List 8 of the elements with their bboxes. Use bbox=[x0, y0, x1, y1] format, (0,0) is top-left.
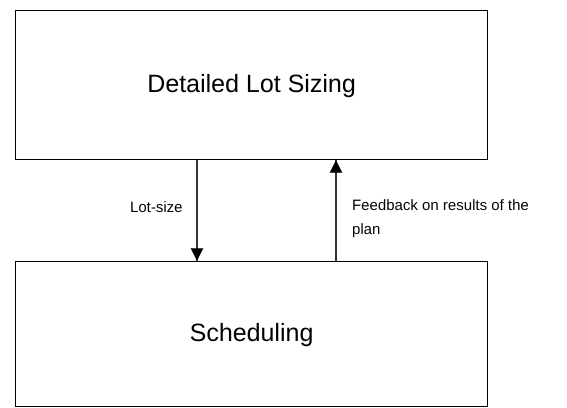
arrow bbox=[330, 160, 342, 261]
process-box bbox=[15, 10, 488, 160]
process-box bbox=[15, 261, 488, 407]
edge-label: Feedback on results of the plan bbox=[352, 196, 530, 240]
box-title: Detailed Lot Sizing bbox=[147, 69, 356, 100]
edge-label: Lot-size bbox=[130, 198, 184, 218]
arrow bbox=[190, 160, 204, 261]
box-title: Scheduling bbox=[190, 318, 314, 350]
